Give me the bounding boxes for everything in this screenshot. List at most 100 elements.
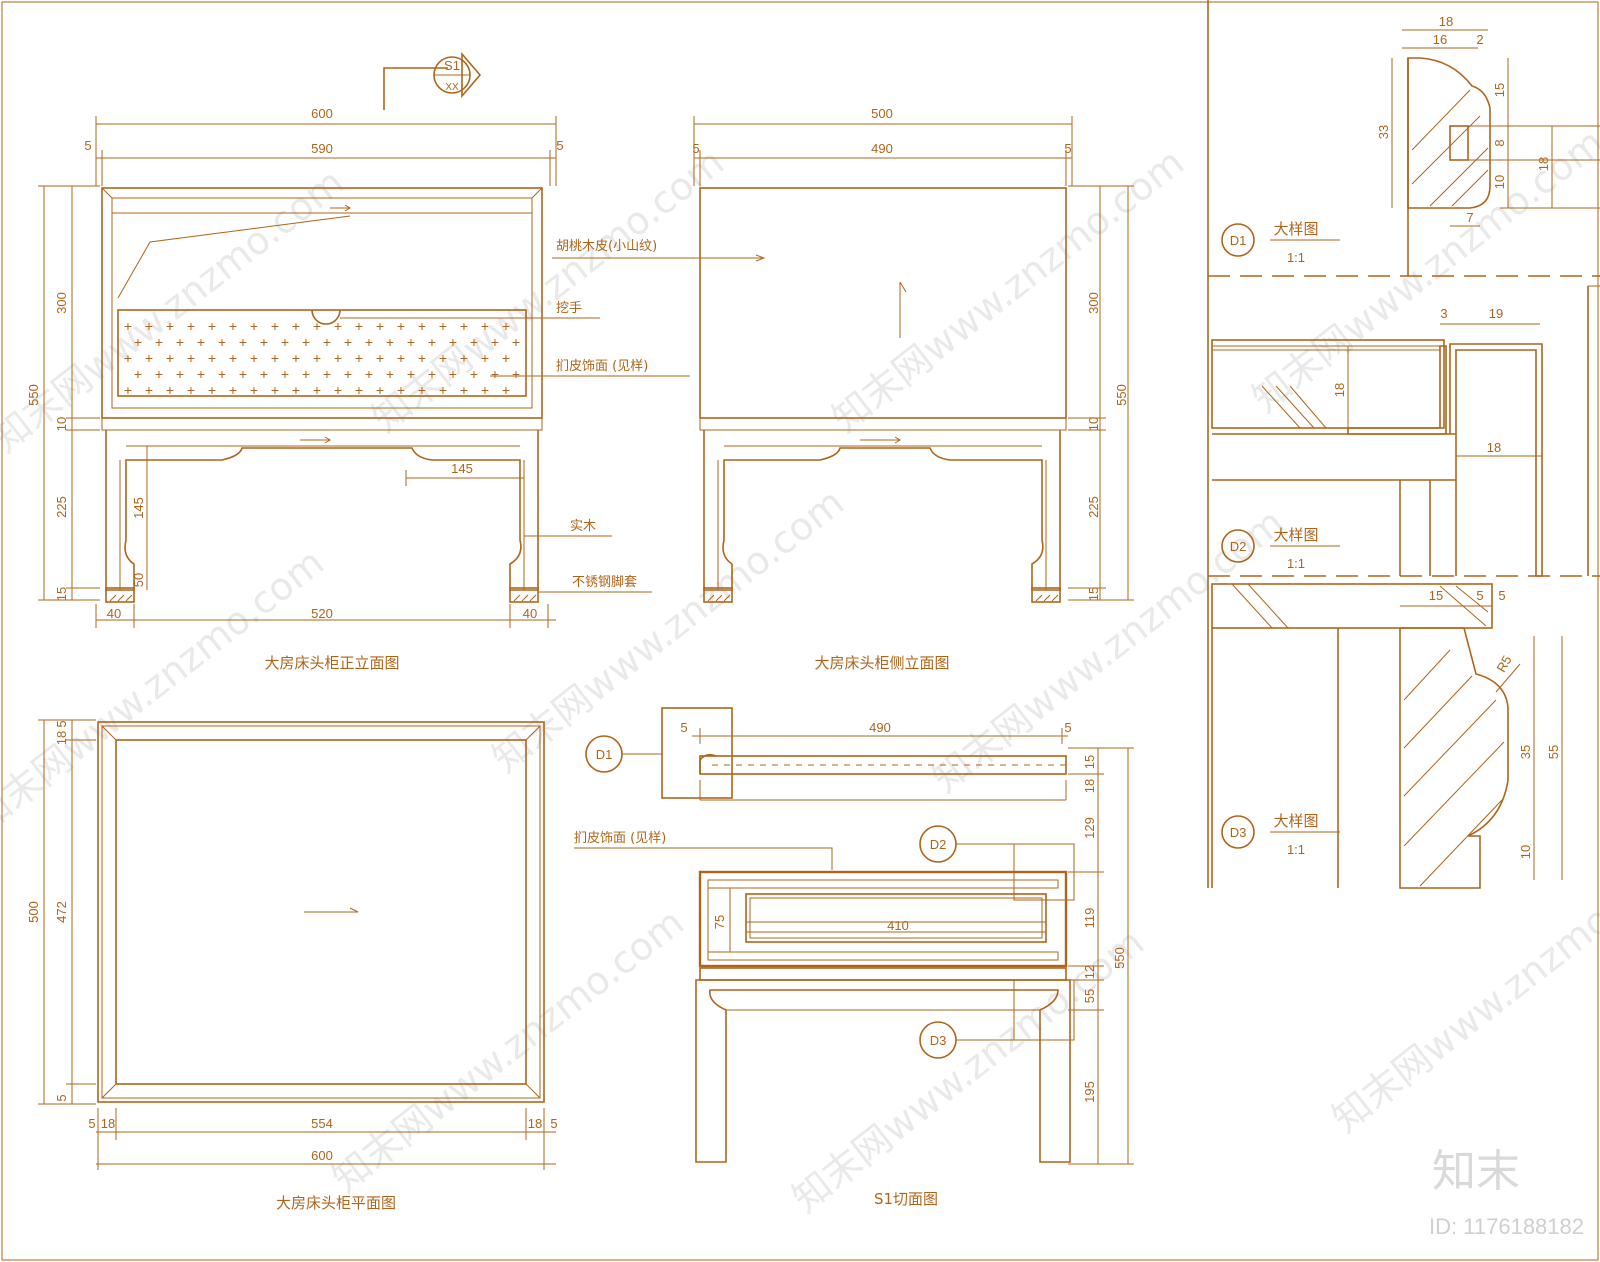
d2-id: D2: [1230, 539, 1247, 554]
dim-section-drawer-width: 410: [887, 918, 909, 933]
leather-stitch-mark: +: [491, 334, 499, 350]
leather-stitch-mark: +: [239, 366, 247, 382]
d2-dim-0: 3: [1440, 306, 1447, 321]
leather-stitch-mark: +: [470, 366, 478, 382]
d3-dim-0: 15: [1429, 588, 1443, 603]
leather-stitch-mark: +: [334, 350, 342, 366]
dim-plan-top-a: 5: [54, 720, 69, 727]
watermark-text: 知末网www.znzmo.com: [824, 140, 1192, 441]
leather-stitch-mark: +: [502, 350, 510, 366]
leather-stitch-mark: +: [271, 350, 279, 366]
leather-stitch-mark: +: [134, 366, 142, 382]
leather-stitch-mark: +: [124, 318, 132, 334]
leather-stitch-mark: +: [187, 318, 195, 334]
leather-stitch-mark: +: [418, 350, 426, 366]
leather-stitch-mark: +: [439, 318, 447, 334]
leather-stitch-mark: +: [460, 382, 468, 398]
callout-d1: D1: [596, 747, 613, 762]
dim-plan-bottom: 5: [54, 1094, 69, 1101]
leather-stitch-mark: +: [250, 350, 258, 366]
dim-section-side-left: 5: [680, 720, 687, 735]
dim-front-upper: 300: [54, 292, 69, 314]
brand-logo: 知末: [1432, 1146, 1520, 1197]
side-elevation: 500 490 5 5 300 10 225 15 550 大房床头柜侧立面图: [692, 106, 1134, 672]
d1-dim-8: 7: [1466, 210, 1473, 225]
d3-dim-2: 5: [1498, 588, 1505, 603]
leather-stitch-mark: +: [208, 318, 216, 334]
leather-stitch-mark: +: [176, 334, 184, 350]
leather-stitch-mark: +: [407, 334, 415, 350]
d1-dim-2: 2: [1476, 32, 1483, 47]
leather-stitch-mark: +: [323, 334, 331, 350]
leather-stitch-mark: +: [313, 318, 321, 334]
dim-front-span: 520: [311, 606, 333, 621]
d3-dim-5: 55: [1546, 745, 1561, 759]
steel-foot-right: [509, 587, 539, 603]
leather-stitch-mark: +: [428, 334, 436, 350]
dim-front-apron: 145: [131, 497, 146, 519]
leather-stitch-mark: +: [302, 334, 310, 350]
dim-side-height: 550: [1114, 384, 1129, 406]
leather-stitch-mark: +: [187, 350, 195, 366]
d2-dim-2: 18: [1332, 383, 1347, 397]
leather-stitch-mark: +: [418, 382, 426, 398]
front-elevation-title: 大房床头柜正立面图: [264, 654, 399, 672]
dim-section-height: 550: [1112, 947, 1127, 969]
d1-title: 大样图: [1273, 220, 1318, 238]
d1-dim-3: 33: [1376, 125, 1391, 139]
leather-stitch-mark: +: [439, 350, 447, 366]
dim-front-legs: 225: [54, 496, 69, 518]
leather-stitch-mark: +: [386, 334, 394, 350]
detail-d3: 15 5 5 R5 35 55 10 D3 大样图 1:1: [1211, 583, 1563, 889]
leather-stitch-mark: +: [166, 382, 174, 398]
leather-stitch-mark: +: [313, 350, 321, 366]
dim-front-side-left: 5: [84, 138, 91, 153]
leather-stitch-mark: +: [323, 366, 331, 382]
d3-dim-3: R5: [1493, 653, 1514, 675]
leather-stitch-mark: +: [439, 382, 447, 398]
d2-title: 大样图: [1273, 526, 1318, 544]
d2-dim-3: 18: [1487, 440, 1501, 455]
leather-stitch-mark: +: [344, 334, 352, 350]
section-sheet: XX: [445, 82, 459, 93]
side-elevation-title: 大房床头柜侧立面图: [814, 654, 949, 672]
section-id: S1: [444, 58, 460, 73]
leather-stitch-mark: +: [197, 366, 205, 382]
leather-stitch-mark: +: [271, 382, 279, 398]
leather-stitch-mark: +: [134, 334, 142, 350]
leather-stitch-mark: +: [397, 350, 405, 366]
dim-section-drawer-height: 75: [712, 915, 727, 929]
leather-stitch-mark: +: [334, 382, 342, 398]
leather-stitch-mark: +: [176, 366, 184, 382]
d1-dim-7: 18: [1536, 157, 1551, 171]
dim-plan-overall-width: 600: [311, 1148, 333, 1163]
section-drawer-box: [698, 870, 1068, 968]
leather-stitch-mark: +: [208, 382, 216, 398]
leather-stitch-mark: +: [481, 350, 489, 366]
d3-scale: 1:1: [1287, 842, 1305, 857]
leather-stitch-mark: +: [229, 318, 237, 334]
dim-front-inner-width: 590: [311, 141, 333, 156]
dim-front-leg-right: 40: [523, 606, 537, 621]
leather-stitch-mark: +: [145, 350, 153, 366]
legs-frame: [105, 430, 539, 591]
callout-d3: D3: [930, 1033, 947, 1048]
leather-stitch-mark: +: [166, 318, 174, 334]
leather-stitch-mark: +: [155, 334, 163, 350]
detail-d1: 18 16 2 33 15 8 10 18 7 D1 大样图 1:1: [1208, 14, 1600, 277]
dim-plan-edge-b-left: 18: [101, 1116, 115, 1131]
leather-stitch-mark: +: [365, 366, 373, 382]
label-leather: 扪皮饰面 (见样): [556, 359, 648, 374]
leather-stitch-mark: +: [376, 318, 384, 334]
leather-stitch-mark: +: [281, 334, 289, 350]
d1-dim-4: 15: [1492, 83, 1507, 97]
leather-stitch-mark: +: [197, 334, 205, 350]
dim-front-leg-inner: 145: [451, 461, 473, 476]
leather-stitch-mark: +: [481, 382, 489, 398]
callout-d2: D2: [930, 837, 947, 852]
dim-section-d12: 12: [1082, 965, 1097, 979]
dim-section-d15: 15: [1082, 755, 1097, 769]
dim-front-foot-height: 50: [131, 573, 146, 587]
front-elevation: S1 XX 600 590 5 5 ++++++++++++++++++++++…: [26, 51, 766, 672]
